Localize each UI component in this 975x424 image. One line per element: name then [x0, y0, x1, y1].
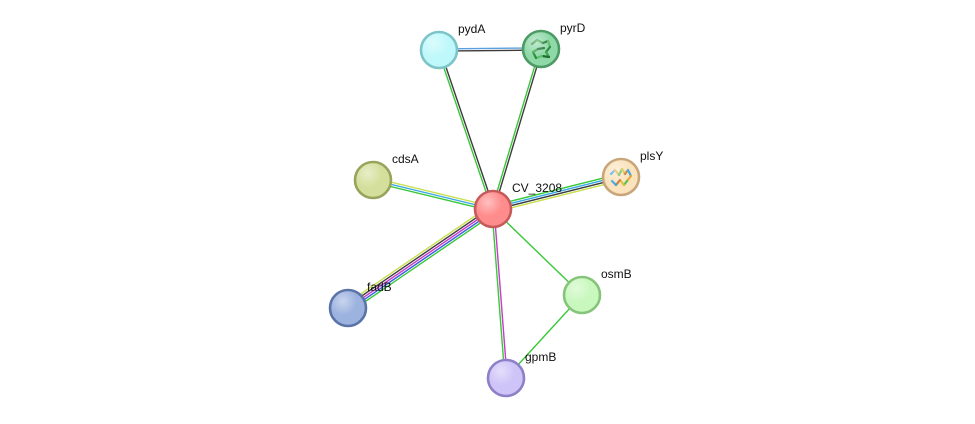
edge-evidence-line [346, 206, 493, 307]
node-highlight [422, 33, 456, 67]
nodes-layer: CV_3208 pydA pyrD cdsA plsY fadB osmB gpmB [328, 21, 663, 398]
node-cv_3208[interactable]: CV_3208 [473, 181, 562, 229]
edge-cv_3208-gpmb[interactable] [491, 208, 508, 379]
edge-evidence-line [491, 208, 506, 379]
node-label: plsY [640, 149, 663, 163]
node-cdsa[interactable]: cdsA [353, 152, 419, 200]
edge-evidence-line [344, 204, 492, 306]
edge-cv_3208-cdsa[interactable] [371, 177, 495, 212]
node-highlight [331, 291, 365, 325]
node-plsy[interactable]: plsY [601, 149, 663, 197]
edge-evidence-line [492, 175, 622, 209]
node-highlight [476, 192, 510, 226]
node-label: pydA [458, 22, 485, 36]
edge-evidence-line [493, 48, 543, 211]
node-osmb[interactable]: osmB [562, 267, 632, 315]
node-label: gpmB [525, 350, 556, 364]
node-label: cdsA [392, 152, 419, 166]
node-highlight [565, 278, 599, 312]
edge-evidence-line [491, 47, 541, 210]
edge-evidence-line [371, 181, 494, 212]
edge-evidence-line [493, 179, 623, 213]
edge-evidence-line [492, 208, 583, 296]
edge-evidence-line [493, 208, 508, 379]
node-pyda[interactable]: pydA [419, 22, 485, 70]
edge-evidence-line [372, 179, 494, 210]
node-label: CV_3208 [512, 181, 562, 195]
edge-evidence-line [491, 173, 621, 207]
node-highlight [356, 163, 390, 197]
node-gpmb[interactable]: gpmB [486, 350, 556, 398]
edge-cv_3208-fadb[interactable] [344, 204, 497, 313]
edge-evidence-line [349, 211, 497, 313]
edge-evidence-line [348, 210, 495, 311]
edge-evidence-line [439, 48, 495, 210]
node-label: fadB [367, 280, 392, 294]
edge-cv_3208-pyrd[interactable] [491, 47, 543, 211]
edge-cv_3208-pyda[interactable] [437, 48, 495, 211]
edge-evidence-line [372, 177, 495, 208]
node-label: pyrD [560, 21, 586, 35]
node-pyrd[interactable]: pyrD [521, 21, 586, 69]
edge-evidence-line [437, 49, 493, 211]
node-highlight [524, 32, 558, 66]
node-highlight [604, 160, 638, 194]
edge-cv_3208-plsy[interactable] [491, 173, 623, 213]
edge-evidence-line [347, 208, 494, 309]
node-fadb[interactable]: fadB [328, 280, 392, 328]
edge-evidence-line [492, 177, 622, 211]
node-label: osmB [601, 267, 632, 281]
node-highlight [489, 361, 523, 395]
edge-cv_3208-osmb[interactable] [492, 208, 583, 296]
